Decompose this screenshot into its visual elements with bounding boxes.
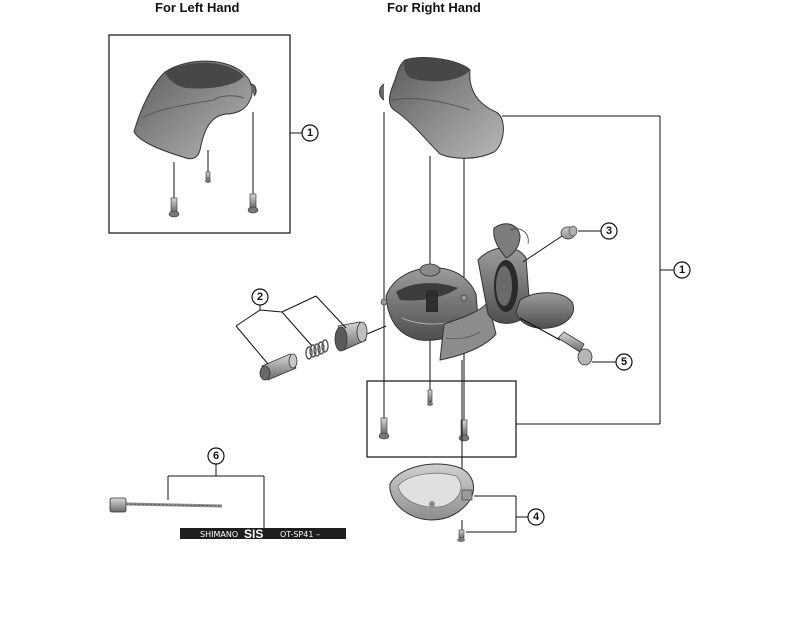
callout-5-label: 5 xyxy=(621,356,627,368)
left-shifter-cover xyxy=(133,60,257,160)
cable-series-text: SIS xyxy=(244,527,263,541)
callout-4-circle xyxy=(527,508,545,526)
right-cover-screw-frame xyxy=(366,380,517,458)
right-hand-heading: For Right Hand xyxy=(387,0,481,15)
callout-3-label: 3 xyxy=(606,225,612,237)
callout-1-right-label: 1 xyxy=(679,264,685,276)
shift-lever xyxy=(515,292,574,329)
right-cover-screw-1 xyxy=(378,417,390,440)
bottom-cover-part-4 xyxy=(389,360,528,542)
callout-2-label: 2 xyxy=(257,291,263,303)
callout-1-right-circle xyxy=(673,261,691,279)
left-cover-screw-2 xyxy=(205,150,211,183)
cable-adjuster-part-2 xyxy=(235,295,387,381)
release-lever xyxy=(493,223,529,259)
callout-1-left-circle xyxy=(301,124,319,142)
left-hand-heading: For Left Hand xyxy=(155,0,240,15)
callout-2-circle xyxy=(251,288,269,306)
callout-6-circle xyxy=(207,447,225,465)
shifter-mechanism-body xyxy=(380,263,497,361)
end-cap-part-3 xyxy=(522,225,601,263)
callout-1-left-label: 1 xyxy=(307,127,313,139)
cable-brand-text: SHIMANO xyxy=(200,530,238,539)
clamp-bolt-part-5 xyxy=(519,317,616,366)
cable-print-band: SHIMANO SIS OT-SP41 – xyxy=(180,527,346,541)
left-cover-screw-1 xyxy=(168,162,180,218)
right-cover-screw-2 xyxy=(427,389,433,406)
callout-5-circle xyxy=(615,353,633,371)
callout-1-right-bracket xyxy=(502,115,674,425)
left-cover-screw-3 xyxy=(247,112,259,214)
right-shifter-cover xyxy=(379,57,504,159)
left-cover-frame xyxy=(108,34,291,234)
shifter-clamp-band xyxy=(477,247,531,324)
right-cover-screw-3 xyxy=(458,419,470,442)
callout-6-label: 6 xyxy=(213,450,219,462)
callout-4-label: 4 xyxy=(533,511,540,523)
left-hand-group: 1 xyxy=(108,34,319,234)
callout-3-circle xyxy=(600,222,618,240)
inner-cable-part-6 xyxy=(109,464,265,528)
cable-code-text: OT-SP41 – xyxy=(280,530,320,539)
